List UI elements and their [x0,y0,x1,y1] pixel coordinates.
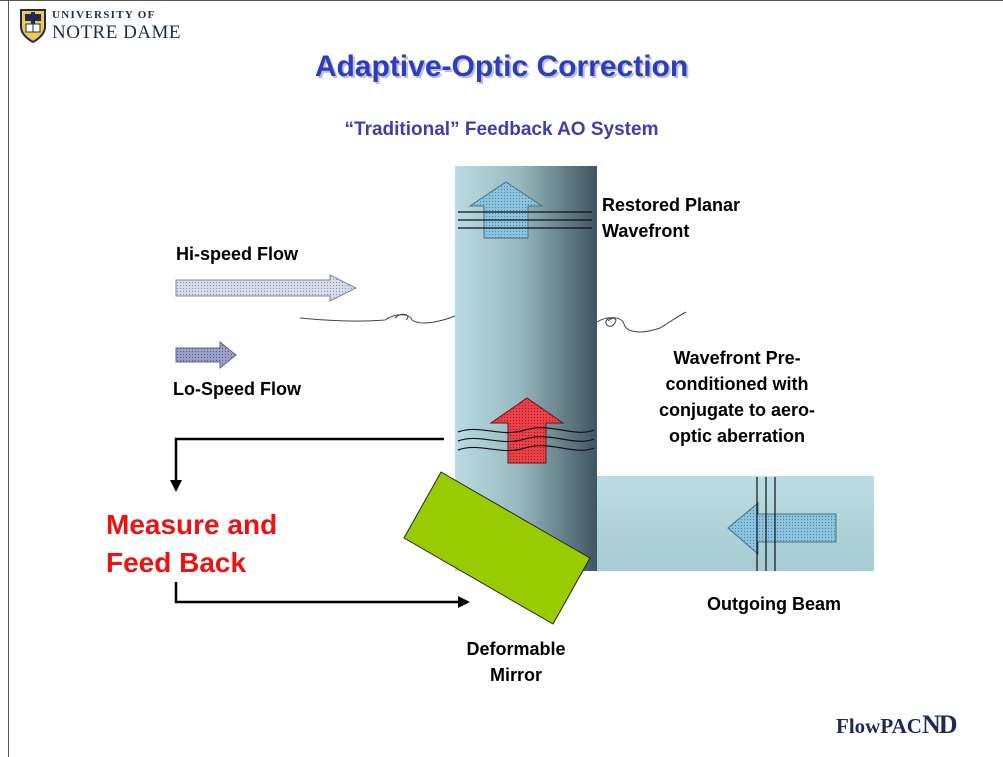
restored-wavefront-label: Restored Planar Wavefront [602,192,740,244]
deformable-mirror-label: Deformable Mirror [436,636,596,688]
university-logo: UNIVERSITY OF NOTRE DAME [20,6,181,46]
aberrated-wavefront-lines [457,427,595,452]
hi-speed-flow-label: Hi-speed Flow [176,244,299,264]
shear-layer-turbulence [299,311,687,333]
planar-wavefront-lines [458,211,592,229]
slide-subtitle: “Traditional” Feedback AO System [344,119,659,140]
slide-title: Adaptive-Optic Correction [314,50,689,83]
restored-wavefront-arrow [468,181,544,239]
precond-label-line4: optic aberration [668,426,806,446]
feedback-down-arrowhead [170,480,182,492]
outgoing-beam-arrow [727,501,837,556]
university-line2: NOTRE DAME [52,22,182,43]
measure-feedback-label: Measure and Feed Back [106,506,366,582]
outgoing-beam-label: Outgoing Beam [707,594,841,614]
measure-label-line2: Feed Back [106,547,247,578]
feedback-loop [174,437,458,604]
precond-label-line1: Wavefront Pre- [673,348,801,368]
nd-monogram: ND [921,710,958,739]
lo-speed-flow-arrow [175,340,237,370]
restored-label-line2: Wavefront [602,221,690,241]
outgoing-wavefront-lines [756,477,776,571]
deformable-label-line2: Mirror [489,665,542,685]
shield-icon [20,9,46,43]
measure-label-line1: Measure and [106,509,278,540]
slide-left-border [8,0,9,757]
precond-label-line2: conditioned with [665,374,809,394]
precond-label-line3: conjugate to aero- [658,400,815,420]
deformable-mirror [403,471,591,625]
deformable-label-line1: Deformable [466,639,566,659]
flowpac-logo: FlowPACND [836,710,958,740]
lo-speed-flow-label: Lo-Speed Flow [173,379,301,399]
feedback-right-arrowhead [458,596,470,608]
flowpac-brand-text: FlowPAC [836,714,922,738]
university-line1: UNIVERSITY OF [52,9,156,21]
slide-top-border [0,0,1003,1]
restored-label-line1: Restored Planar [602,195,741,215]
preconditioned-wavefront-label: Wavefront Pre- conditioned with conjugat… [612,345,862,449]
hi-speed-flow-arrow [175,274,358,302]
preconditioned-wavefront-arrow [489,397,565,464]
